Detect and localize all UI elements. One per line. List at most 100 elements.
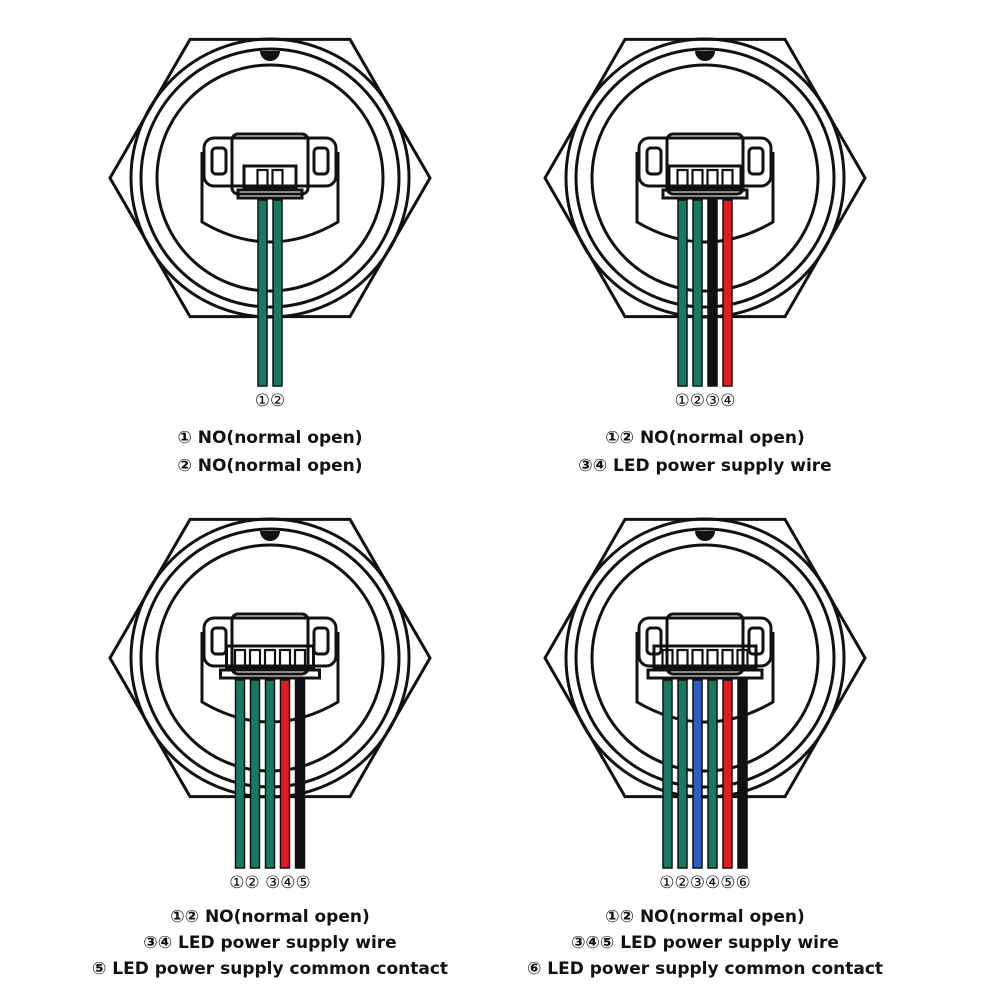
switch-diagram-2-wire: ①② ① NO(normal open) ② NO(normal open) — [20, 0, 520, 500]
legend-line: ⑥ LED power supply common contact — [526, 959, 884, 979]
connector-clip — [210, 626, 228, 656]
legend: ①② NO(normal open) ③④⑤ LED power supply … — [455, 904, 955, 982]
inner-ring — [139, 47, 401, 309]
connector-housing — [202, 616, 338, 668]
wire-numbers: ①②③④⑤⑥ — [659, 873, 750, 893]
switch-diagram-5-wire: ①② ③④⑤ ①② NO(normal open) ③④ LED power s… — [20, 480, 520, 980]
connector-base — [200, 152, 340, 244]
wire-black — [707, 199, 718, 387]
hex-nut-outline — [108, 37, 432, 319]
pin-block — [242, 164, 298, 190]
legend-line: ①② NO(normal open) — [605, 907, 805, 927]
legend-line: ① NO(normal open) — [177, 428, 363, 448]
pin-block — [667, 164, 743, 190]
connector-pin — [278, 648, 292, 670]
connector-pin — [271, 168, 284, 190]
connector-pin — [706, 168, 719, 190]
hex-nut-outline — [108, 517, 432, 799]
connector-pin — [691, 168, 704, 190]
connector-pin — [721, 648, 734, 670]
alignment-notch — [260, 531, 280, 541]
wire-numbers: ①②③④ — [675, 391, 736, 411]
wire-numbers: ①② ③④⑤ — [229, 873, 311, 893]
connector-clip — [210, 146, 228, 176]
wire-red — [722, 679, 733, 869]
connector-base — [635, 632, 775, 724]
connector-plug — [230, 612, 310, 676]
outer-ring — [564, 37, 846, 319]
legend-line: ①② NO(normal open) — [170, 907, 370, 927]
switch-diagram-4-wire: ①②③④ ①② NO(normal open) ③④ LED power sup… — [455, 0, 955, 500]
body-ring — [590, 63, 820, 293]
connector-bar — [646, 668, 764, 680]
connector-housing — [202, 136, 338, 188]
outer-ring — [564, 517, 846, 799]
body-ring — [155, 63, 385, 293]
legend-line: ③④⑤ LED power supply wire — [571, 933, 839, 953]
connector-pin — [676, 168, 689, 190]
connector-pin — [248, 648, 262, 670]
body-ring — [590, 543, 820, 773]
wire-green — [662, 679, 673, 869]
connector-housing — [637, 136, 773, 188]
connector-clip — [312, 146, 330, 176]
wire-green — [272, 199, 283, 387]
legend: ①② NO(normal open) ③④ LED power supply w… — [455, 424, 955, 480]
legend: ①② NO(normal open) ③④ LED power supply w… — [20, 904, 520, 982]
legend: ① NO(normal open) ② NO(normal open) — [20, 424, 520, 480]
connector-pin — [233, 648, 247, 670]
legend-line: ⑤ LED power supply common contact — [91, 959, 449, 979]
wire-green — [677, 199, 688, 387]
switch-drawing: ①② — [108, 37, 432, 411]
connector-pin — [736, 648, 749, 670]
wire-green — [677, 679, 688, 869]
connector-pin — [661, 648, 674, 670]
connector-pin — [721, 168, 734, 190]
connector-base — [635, 152, 775, 244]
connector-clip — [312, 626, 330, 656]
connector-pin — [256, 168, 269, 190]
wire-black — [737, 679, 748, 869]
legend-line: ② NO(normal open) — [177, 456, 363, 476]
connector-bar — [236, 188, 304, 200]
connector-plug — [230, 132, 310, 196]
hex-nut-outline — [543, 517, 867, 799]
alignment-notch — [260, 51, 280, 61]
wire-red — [722, 199, 733, 387]
wire-black — [294, 679, 306, 869]
connector-pin — [676, 648, 689, 670]
switch-drawing: ①②③④⑤⑥ — [543, 517, 867, 893]
connector-pin — [293, 648, 307, 670]
alignment-notch — [695, 531, 715, 541]
connector-bar — [661, 188, 749, 200]
legend-line: ③④ LED power supply wire — [143, 933, 397, 953]
pin-block — [652, 644, 758, 670]
connector-bar — [219, 668, 321, 680]
switch-drawing: ①②③④ — [543, 37, 867, 411]
alignment-notch — [695, 51, 715, 61]
legend-line: ③④ LED power supply wire — [578, 456, 832, 476]
wire-blue — [692, 679, 703, 869]
outer-ring — [129, 37, 411, 319]
connector-clip — [645, 146, 663, 176]
connector-pin — [263, 648, 277, 670]
connector-housing — [637, 616, 773, 668]
wire-green — [249, 679, 261, 869]
connector-clip — [747, 146, 765, 176]
wire-green — [707, 679, 718, 869]
legend-line: ①② NO(normal open) — [605, 428, 805, 448]
wire-green — [257, 199, 268, 387]
wire-numbers: ①② — [255, 391, 285, 411]
wire-green — [234, 679, 246, 869]
connector-pin — [691, 648, 704, 670]
inner-ring — [574, 47, 836, 309]
inner-ring — [574, 527, 836, 789]
connector-pin — [706, 648, 719, 670]
wire-green — [692, 199, 703, 387]
wire-green — [264, 679, 276, 869]
wire-red — [279, 679, 291, 869]
connector-plug — [665, 612, 745, 676]
hex-nut-outline — [543, 37, 867, 319]
connector-plug — [665, 132, 745, 196]
switch-diagram-6-wire: ①②③④⑤⑥ ①② NO(normal open) ③④⑤ LED power … — [455, 480, 955, 980]
